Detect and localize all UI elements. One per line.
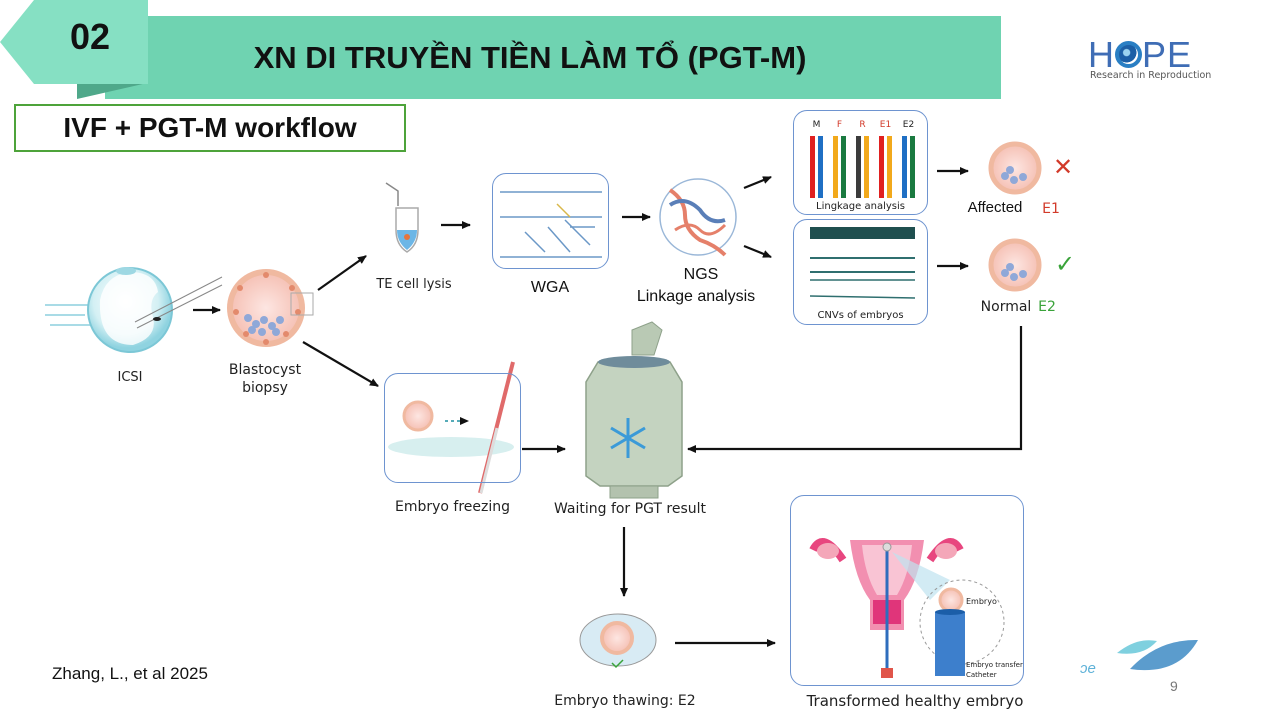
- te-tube-icon: [385, 182, 419, 253]
- uterus-icon: [809, 538, 1005, 678]
- label-cnv-panel: CNVs of embryos: [817, 310, 904, 321]
- linkage-bar: [887, 136, 892, 198]
- cnv-plots-icon: [809, 227, 916, 299]
- transfer-panel: [790, 495, 1024, 686]
- label-blastocyst-1: Blastocyst: [228, 362, 302, 378]
- section-number: 02: [69, 16, 111, 57]
- flow-arrows: [193, 167, 1023, 647]
- linkage-bars: M F R E1 E2: [805, 120, 920, 202]
- subtitle: IVF + PGT-M workflow: [63, 112, 357, 143]
- header-bar: [105, 16, 1001, 99]
- linkage-bar: [841, 136, 846, 198]
- wga-panel: [492, 173, 609, 269]
- blastocyst-icon: [227, 269, 314, 347]
- linkage-bar: [833, 136, 838, 198]
- linkage-bar: [818, 136, 823, 198]
- section-tag: [0, 0, 148, 84]
- linkage-column-label: F: [836, 120, 843, 130]
- linkage-bar: [864, 136, 869, 198]
- linkage-column-label: E2: [902, 120, 915, 130]
- subtitle-box: [14, 104, 406, 152]
- label-embryo-freezing: Embryo freezing: [394, 499, 511, 515]
- normal-check-icon: ✓: [1054, 250, 1076, 278]
- label-normal-id: E2: [1038, 299, 1056, 315]
- label-blastocyst-2: biopsy: [242, 380, 288, 396]
- linkage-bar: [856, 136, 861, 198]
- citation: Zhang, L., et al 2025: [52, 664, 208, 683]
- leaf-decoration-icon: [1117, 639, 1198, 671]
- label-transfer: Transformed healthy embryo: [806, 692, 1024, 710]
- label-normal: Normal: [980, 299, 1032, 315]
- logo-tagline: Research in Reproduction: [1090, 70, 1212, 81]
- cnv-panel: [793, 219, 928, 325]
- freezing-panel: [384, 373, 521, 483]
- normal-embryo-icon: [988, 238, 1042, 292]
- linkage-column-label: M: [812, 120, 821, 130]
- thawing-dish-icon: [579, 613, 657, 669]
- snowflake-icon: [610, 418, 646, 458]
- label-affected-id: E1: [1042, 201, 1060, 217]
- label-thawing: Embryo thawing: E2: [554, 693, 696, 709]
- affected-embryo-icon: [988, 141, 1042, 195]
- linkage-bar: [810, 136, 815, 198]
- linkage-column-label: E1: [879, 120, 892, 130]
- label-lingkage-panel: Lingkage analysis: [816, 201, 905, 212]
- label-catheter-2: Catheter: [966, 671, 997, 679]
- icsi-egg-icon: [45, 267, 223, 353]
- slide-title: XN DI TRUYỀN TIỀN LÀM TỔ (PGT-M): [253, 40, 807, 75]
- label-te-cell-lysis: TE cell lysis: [376, 277, 452, 292]
- label-waiting: Waiting for PGT result: [553, 501, 707, 517]
- wga-strands-icon: [500, 191, 602, 258]
- affected-cross-icon: ✕: [1052, 153, 1074, 181]
- label-affected: Affected: [967, 199, 1023, 216]
- label-icsi: ICSI: [117, 370, 143, 385]
- linkage-panel: [793, 110, 928, 215]
- dna-helix-icon: [659, 178, 737, 257]
- linkage-bar: [910, 136, 915, 198]
- label-ngs: NGS: [683, 266, 719, 283]
- page-number: 9: [1170, 678, 1178, 694]
- partial-logo-text: ɔe: [1080, 660, 1096, 677]
- label-wga: WGA: [530, 279, 570, 296]
- eye-icon: [1115, 41, 1142, 68]
- label-embryo: Embryo: [966, 597, 997, 606]
- label-linkage-analysis: Linkage analysis: [636, 288, 756, 305]
- dewar-tank-icon: [585, 321, 683, 499]
- linkage-bar: [902, 136, 907, 198]
- label-catheter-1: Embryo transfer: [966, 661, 1023, 669]
- linkage-bar: [879, 136, 884, 198]
- linkage-column-label: R: [859, 120, 866, 130]
